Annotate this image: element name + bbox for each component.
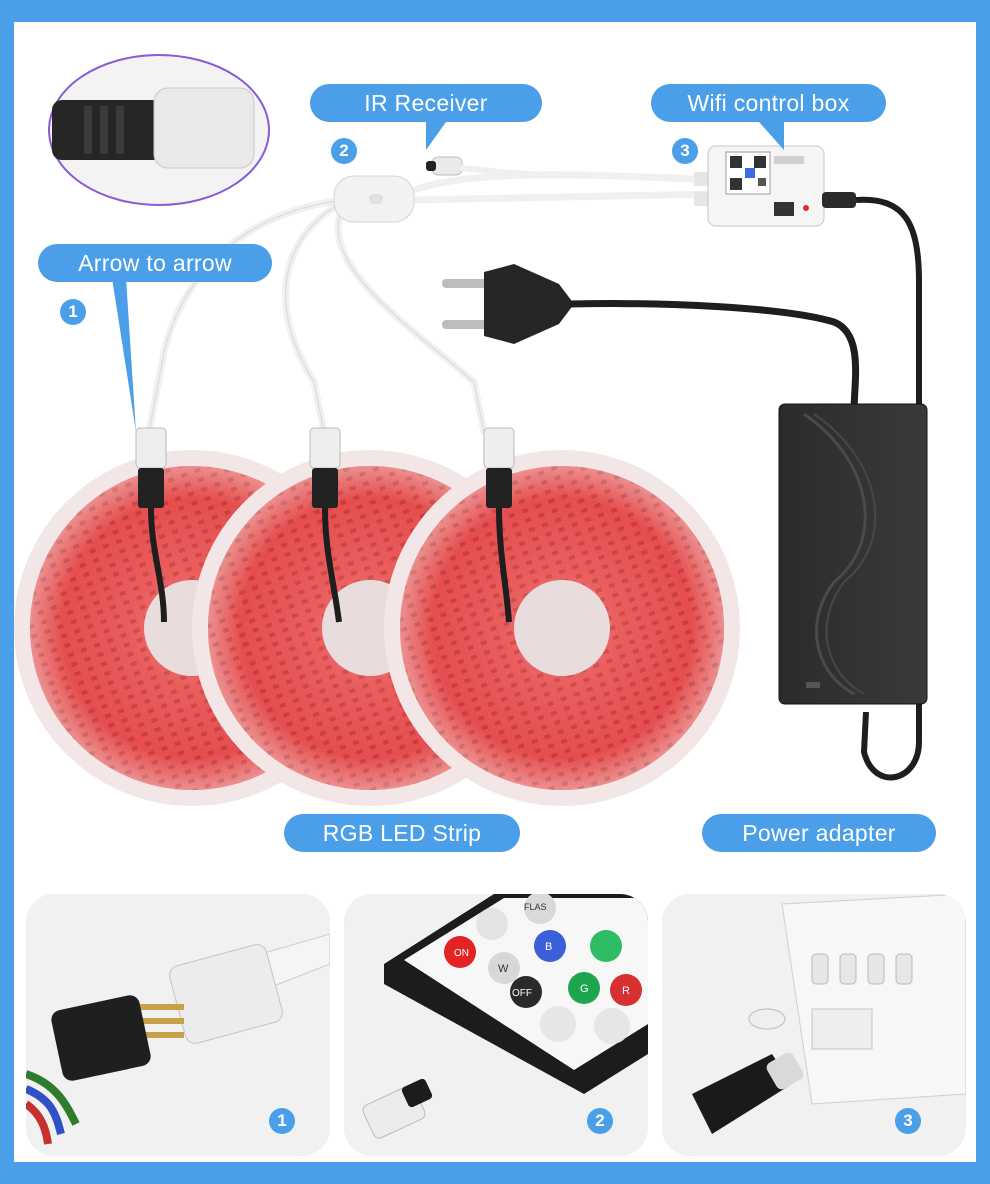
panel-badge-3: 3	[895, 1108, 921, 1134]
power-adapter-label: Power adapter	[702, 814, 936, 852]
remote-g-text: G	[580, 983, 589, 995]
dc-cable	[855, 196, 922, 781]
led-reel-3	[384, 450, 740, 806]
arrow-to-arrow-label: Arrow to arrow	[38, 244, 272, 282]
detail-panel-control-box: 3	[662, 894, 966, 1156]
wifi-control-box-label: Wifi control box	[651, 84, 886, 122]
remote-w-text: W	[498, 963, 509, 975]
connector-inset	[48, 54, 270, 206]
remote-flash-text: FLAS	[524, 902, 547, 912]
remote-b-text: B	[545, 941, 552, 953]
badge-number-3: 3	[672, 138, 698, 164]
rgb-led-strip-label: RGB LED Strip	[284, 814, 520, 852]
ir-receiver-label: IR Receiver	[310, 84, 542, 122]
panel-badge-1: 1	[269, 1108, 295, 1134]
remote-on-text: ON	[454, 948, 469, 959]
badge-number-2: 2	[331, 138, 357, 164]
remote-r-text: R	[622, 985, 630, 997]
ir-receiver	[426, 156, 535, 177]
panel-badge-2: 2	[587, 1108, 613, 1134]
badge-number-1: 1	[60, 299, 86, 325]
eu-plug	[442, 264, 860, 413]
detail-panel-remote: ON OFF W B G R FLAS 2	[344, 894, 648, 1156]
product-image: IR Receiver Wifi control box Arrow to ar…	[14, 22, 976, 1162]
reel-connectors	[135, 427, 515, 623]
detail-panel-connector: 1	[26, 894, 330, 1156]
led-kit-illustration	[14, 54, 928, 806]
power-adapter	[778, 403, 928, 705]
wifi-control-box	[694, 145, 856, 227]
remote-off-text: OFF	[512, 988, 532, 999]
